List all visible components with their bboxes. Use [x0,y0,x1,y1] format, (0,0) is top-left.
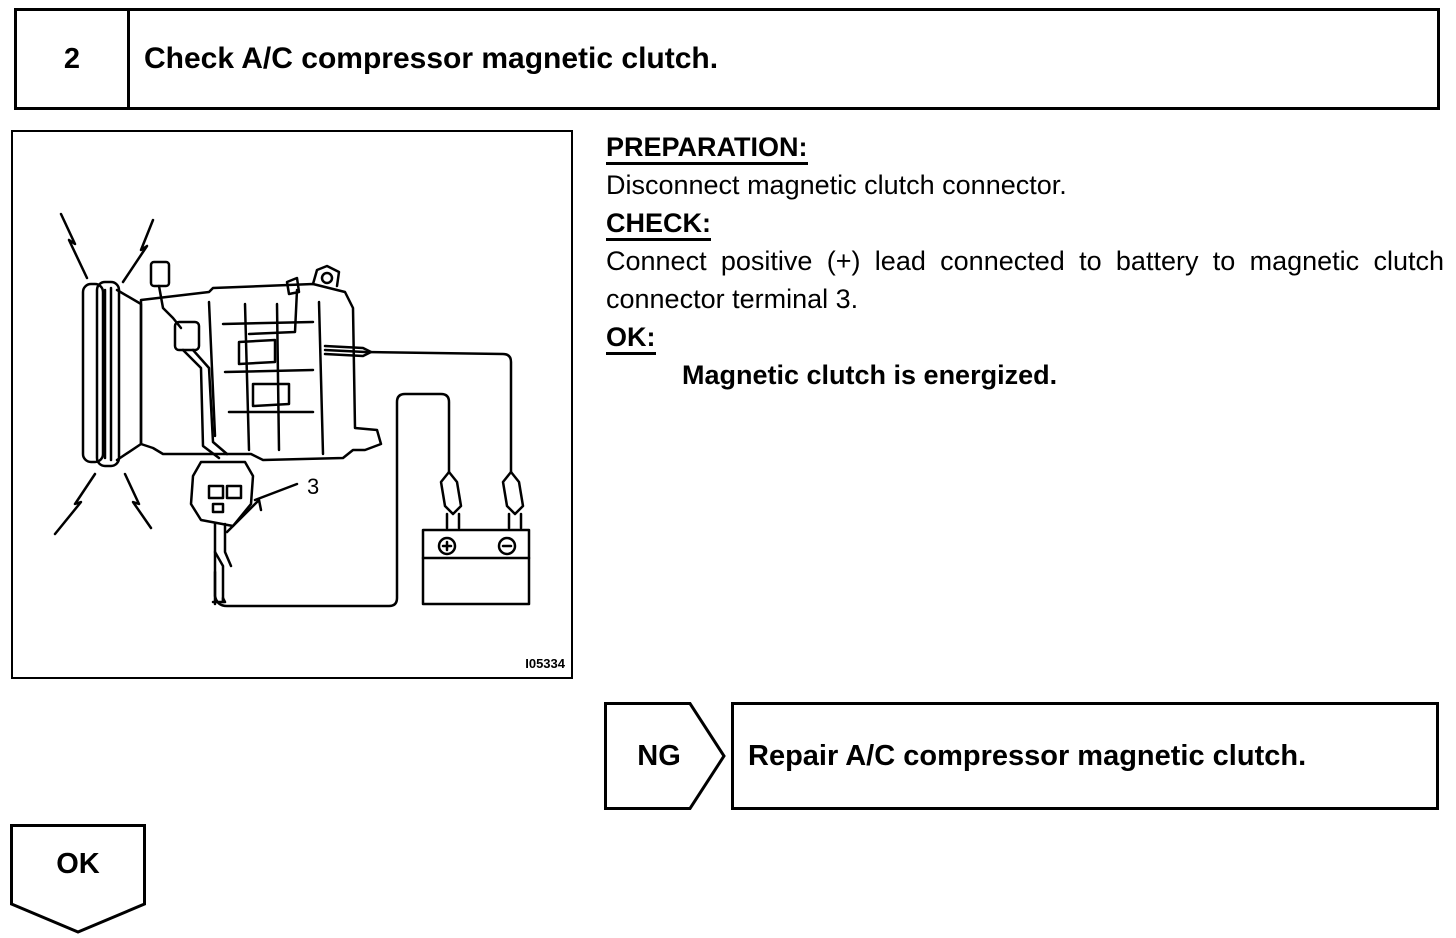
clutch-pulley [81,280,143,468]
ok-result-text: Magnetic clutch is energized. [682,360,1058,390]
clutch-connector [189,460,299,604]
check-heading: CHECK: [606,208,711,241]
figure-code: I05334 [525,656,565,671]
battery-clips [439,470,525,530]
compressor-battery-illustration: 3 [53,212,531,608]
step-header: 2 Check A/C compressor magnetic clutch. [14,8,1440,110]
ok-arrow-tag [10,824,146,934]
vibration-mark-bottom-left [53,472,97,536]
wiring-diagram-figure: 3 I05334 [11,130,573,679]
instructions: PREPARATION: Disconnect magnetic clutch … [606,128,1444,394]
vibration-mark-top-right [121,218,155,284]
ng-label: NG [637,739,681,772]
clutch-harness [149,260,229,460]
test-leads [211,344,513,608]
step-number: 2 [17,11,130,107]
ng-action-box: Repair A/C compressor magnetic clutch. [731,702,1439,810]
battery [421,528,531,606]
compressor-body [139,264,383,462]
step-title: Check A/C compressor magnetic clutch. [144,42,719,75]
vibration-mark-bottom-right [123,472,153,530]
terminal-3-label: 3 [307,474,319,499]
vibration-mark-top-left [59,212,89,280]
ok-heading: OK: [606,322,656,355]
ng-arrow-tag [604,702,726,810]
ok-label: OK [56,847,100,880]
check-text: Connect positive (+) lead connected to b… [606,246,1444,314]
preparation-heading: PREPARATION: [606,132,808,165]
preparation-text: Disconnect magnetic clutch connector. [606,170,1067,200]
